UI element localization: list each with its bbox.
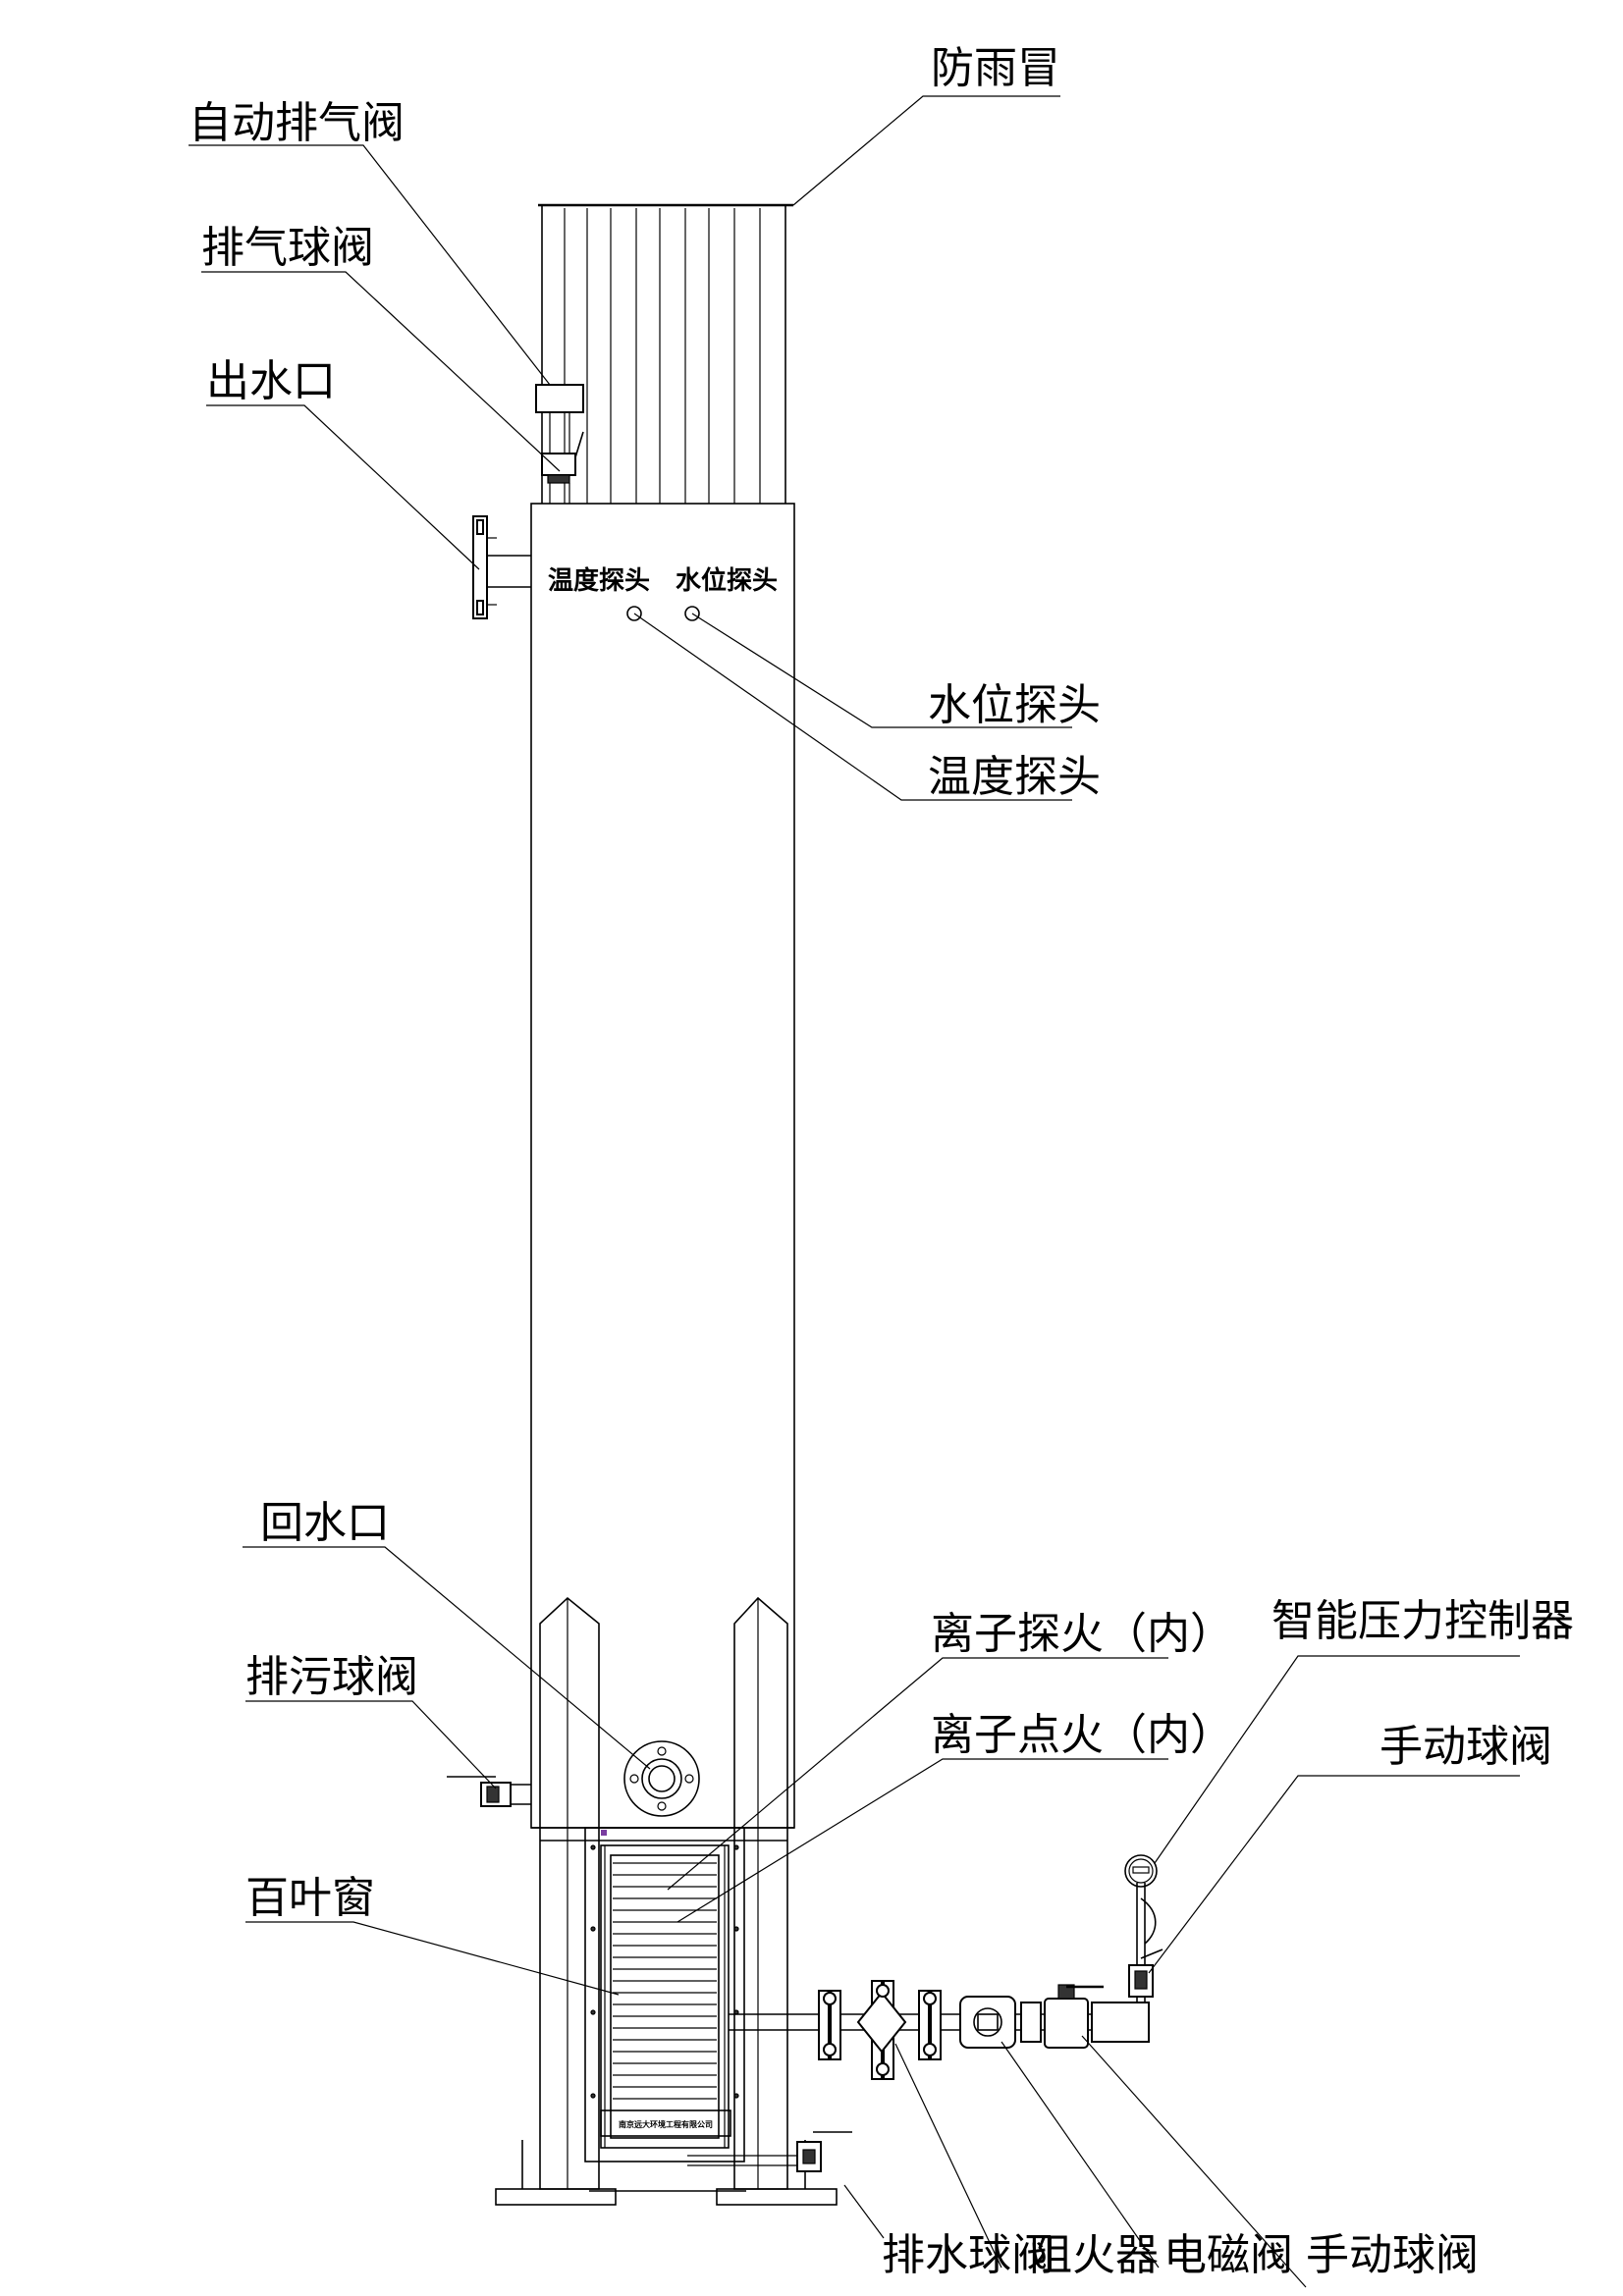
label-ion-flame-detect: 离子探火（内） [931, 1609, 1233, 1659]
label-body-level-probe: 水位探头 [676, 565, 778, 596]
label-solenoid-valve: 电磁阀 [1163, 2230, 1293, 2280]
labels: 防雨冒 自动排气阀 排气球阀 出水口 温度探头 水位探头 水位探头 温度探头 回… [189, 43, 1574, 2280]
base-frame [495, 1596, 838, 2206]
label-rain-cap: 防雨冒 [931, 43, 1060, 93]
main-body [530, 503, 795, 1829]
label-manual-ball-valve-bottom: 手动球阀 [1306, 2230, 1479, 2280]
louver-slats [613, 1862, 717, 2100]
nameplate-plate: 南京远大环境工程有限公司 [600, 2109, 731, 2137]
label-blowdown-valve: 排污球阀 [245, 1652, 418, 1702]
label-water-outlet: 出水口 [206, 356, 336, 406]
louver-window [584, 1827, 745, 2163]
nameplate-text: 南京远大环境工程有限公司 [619, 2119, 713, 2129]
label-body-temp-probe: 温度探头 [548, 565, 650, 596]
label-flame-arrester: 阻火器 [1029, 2230, 1159, 2280]
bottom-drain-valve-part [687, 2131, 852, 2172]
return-water-flange [623, 1740, 700, 1817]
label-manual-ball-valve-top: 手动球阀 [1380, 1722, 1552, 1772]
gas-train [729, 1883, 1163, 2080]
label-vent-ball-valve: 排气球阀 [201, 223, 374, 273]
label-ion-ignition: 离子点火（内） [931, 1710, 1233, 1760]
label-smart-pressure-ctrl: 智能压力控制器 [1271, 1596, 1574, 1646]
water-outlet-flange [472, 515, 531, 619]
label-drain-ball-valve: 排水球阀 [882, 2230, 1055, 2280]
leader-lines [189, 95, 1520, 2288]
label-level-probe: 水位探头 [928, 680, 1101, 730]
label-return-inlet: 回水口 [260, 1498, 390, 1548]
vent-ball-valve-part [541, 431, 584, 504]
rain-cap [538, 203, 793, 504]
probe-ports [626, 606, 700, 621]
blowdown-valve-part [447, 1776, 531, 1807]
label-louver: 百叶窗 [245, 1873, 375, 1923]
label-auto-vent-valve: 自动排气阀 [189, 98, 405, 148]
pressure-gauge [1124, 1854, 1158, 1888]
label-temp-probe: 温度探头 [928, 752, 1101, 802]
auto-vent-valve-part [535, 384, 584, 454]
